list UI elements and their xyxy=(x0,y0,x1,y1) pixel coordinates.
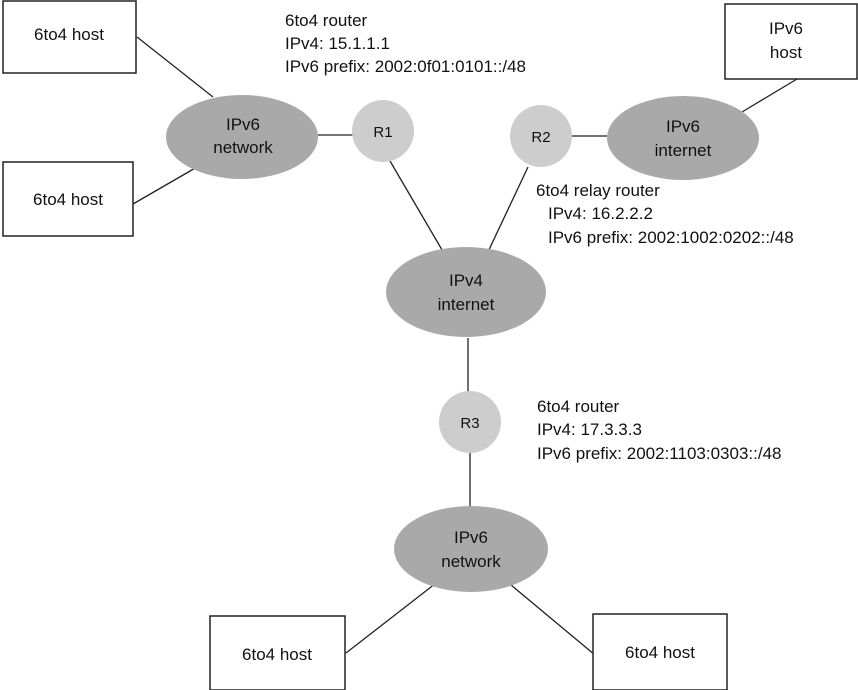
ipv6-network-bottom: IPv6 network xyxy=(394,506,548,592)
annotation-ipv4: IPv4: 17.3.3.3 xyxy=(537,420,642,439)
router-r2: R2 xyxy=(510,105,572,167)
annotation-r1: 6to4 router IPv4: 15.1.1.1 IPv6 prefix: … xyxy=(285,11,526,76)
network-label-line2: network xyxy=(441,552,501,571)
annotation-r3: 6to4 router IPv4: 17.3.3.3 IPv6 prefix: … xyxy=(537,397,781,463)
link-r2-ipv4 xyxy=(486,166,529,255)
host-label: 6to4 host xyxy=(34,25,104,44)
host-bottom-left: 6to4 host xyxy=(209,615,346,690)
network-label-line1: IPv4 xyxy=(449,271,483,290)
host-bottom-right: 6to4 host xyxy=(592,613,728,690)
host-label: 6to4 host xyxy=(33,190,103,209)
annotation-role: 6to4 router xyxy=(285,11,368,30)
link-host1-ipv6net xyxy=(136,36,214,98)
ipv6-host: IPv6 host xyxy=(724,3,858,80)
router-r1: R1 xyxy=(352,100,414,162)
ipv4-internet: IPv4 internet xyxy=(386,247,546,337)
network-label-line1: IPv6 xyxy=(226,115,260,134)
annotation-r2: 6to4 relay router IPv4: 16.2.2.2 IPv6 pr… xyxy=(536,181,794,247)
network-label-line1: IPv6 xyxy=(454,528,488,547)
network-label-line2: network xyxy=(213,138,273,157)
network-label-line1: IPv6 xyxy=(666,117,700,136)
annotation-ipv4: IPv4: 16.2.2.2 xyxy=(548,204,653,223)
host-top-left-1: 6to4 host xyxy=(2,0,137,74)
network-label-line2: internet xyxy=(655,141,712,160)
link-host2-ipv6net xyxy=(132,166,198,205)
host-top-left-2: 6to4 host xyxy=(2,161,134,237)
annotation-ipv6-prefix: IPv6 prefix: 2002:0f01:0101::/48 xyxy=(285,57,526,76)
network-label-line2: internet xyxy=(438,295,495,314)
ipv6-network-top: IPv6 network xyxy=(166,95,318,179)
router-label: R3 xyxy=(460,415,479,432)
annotation-ipv4: IPv4: 15.1.1.1 xyxy=(285,34,390,53)
ipv6-internet: IPv6 internet xyxy=(607,96,759,180)
host-label: 6to4 host xyxy=(625,643,695,662)
annotation-ipv6-prefix: IPv6 prefix: 2002:1103:0303::/48 xyxy=(537,444,781,463)
link-ipv6net-host-bl xyxy=(345,579,441,654)
annotation-ipv6-prefix: IPv6 prefix: 2002:1002:0202::/48 xyxy=(548,228,794,247)
links xyxy=(132,36,798,656)
host-label: 6to4 host xyxy=(242,645,312,664)
link-ipv6net-host-br xyxy=(504,579,596,656)
host-label-line2: host xyxy=(770,43,802,62)
router-label: R1 xyxy=(373,124,392,141)
router-label: R2 xyxy=(531,129,550,146)
router-r3: R3 xyxy=(439,391,501,453)
annotation-role: 6to4 relay router xyxy=(536,181,660,200)
link-r1-ipv4 xyxy=(389,160,446,256)
annotation-role: 6to4 router xyxy=(537,397,620,416)
host-label-line1: IPv6 xyxy=(769,19,803,38)
link-ipv6internet-host xyxy=(741,78,798,113)
